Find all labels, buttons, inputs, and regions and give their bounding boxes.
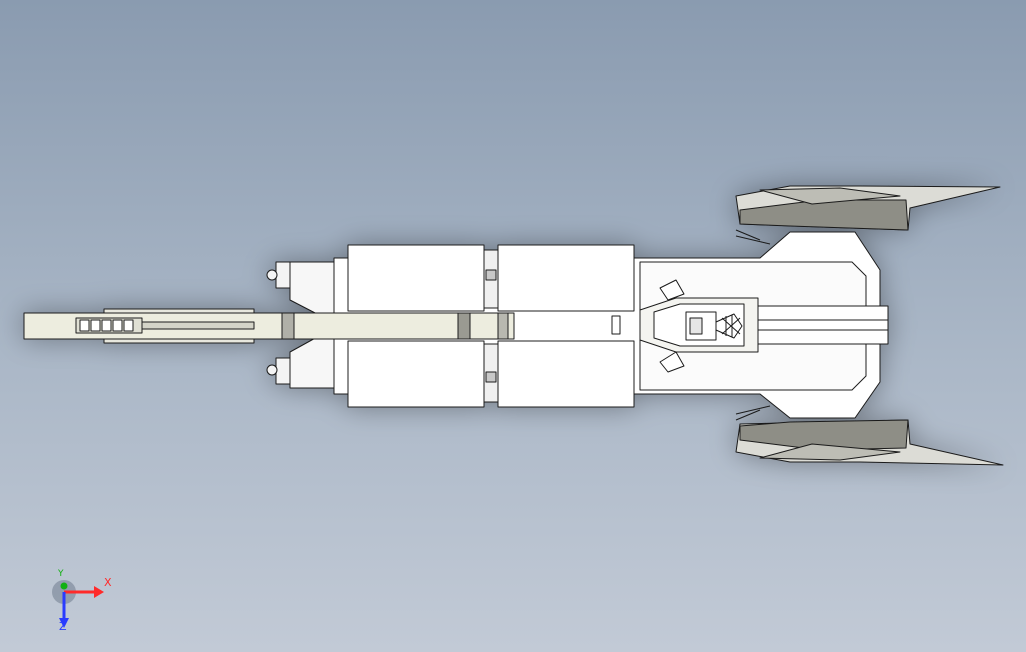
- lower-box-left: [347, 340, 485, 408]
- upper-box-right: [497, 244, 635, 312]
- axis-triad: X Y Z: [50, 570, 120, 640]
- axis-x-label: X: [104, 576, 112, 589]
- operator-seat: [715, 313, 743, 339]
- axis-z-label: Z: [59, 620, 67, 633]
- lower-blade: [735, 405, 1004, 466]
- tail-plate: [757, 305, 889, 345]
- steering-levers: [611, 279, 685, 373]
- axis-triad-graphic: [52, 580, 104, 628]
- axis-y-label: Y: [58, 569, 64, 579]
- upper-box-left: [347, 244, 485, 312]
- lower-box-right: [497, 340, 635, 408]
- upper-blade: [735, 185, 1001, 245]
- boom-slots: [75, 317, 143, 334]
